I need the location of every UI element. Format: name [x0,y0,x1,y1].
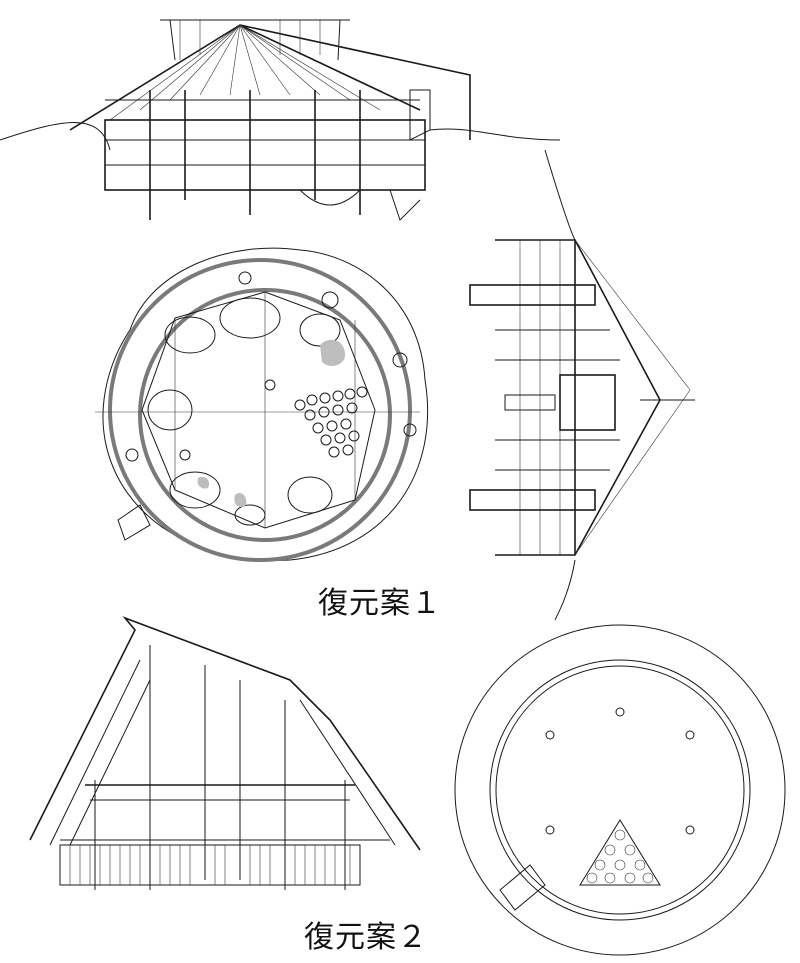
plan1-elevation [0,19,561,221]
hearth-triangle [579,819,661,886]
plan2-elevation [29,616,421,890]
post-holes [545,707,695,835]
plan1-side-elevation [469,149,695,621]
entrance [499,864,546,911]
outer-reconstruction-ring [108,258,412,562]
hearth-stones [294,386,368,458]
outer-wall-circle [454,624,786,956]
inner-wall-circle-a [489,659,751,921]
inner-wall-circle-b [495,665,745,915]
caption-plan2: 復元案２ [304,920,428,955]
plan1-floor-plan [95,247,429,562]
inner-reconstruction-ring [138,288,392,542]
plan2-floor-plan [454,624,786,956]
caption-plan1: 復元案１ [318,586,442,621]
